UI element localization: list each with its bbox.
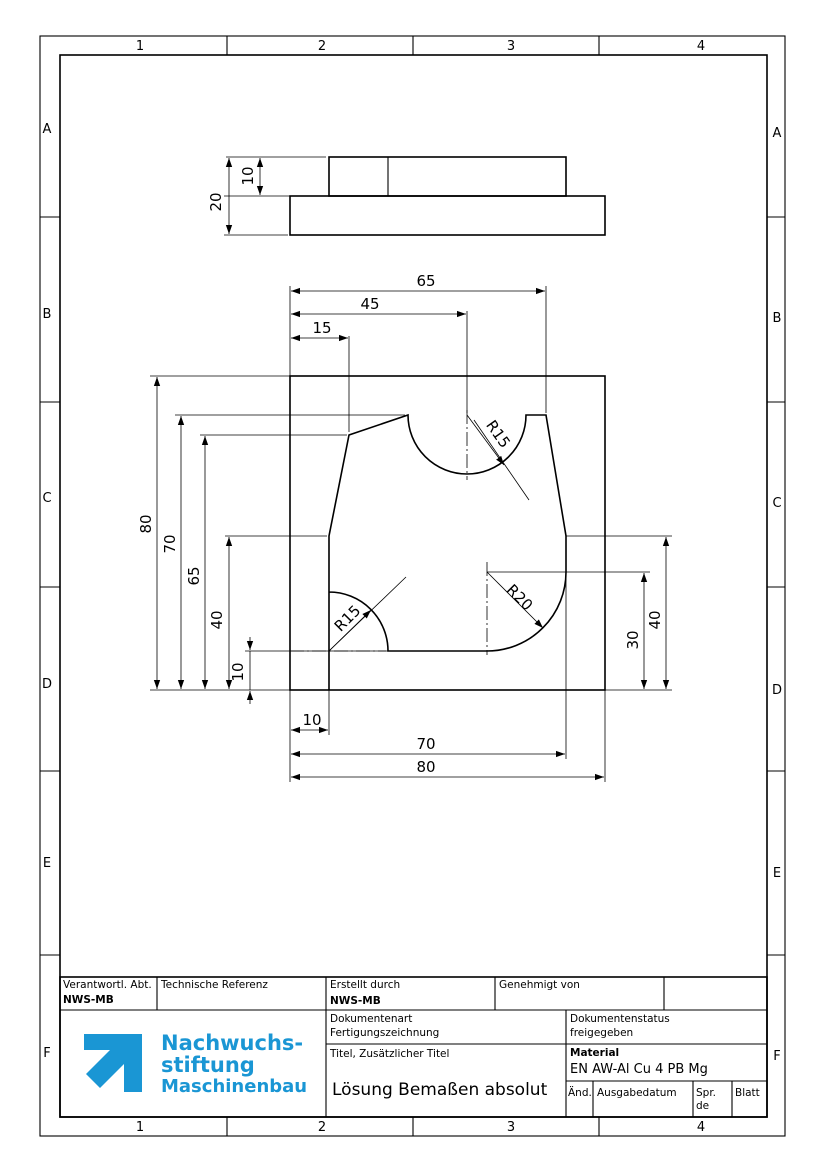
dim-left-70: 70 [161, 534, 179, 553]
doc-type-label: Dokumentenart [330, 1013, 412, 1025]
revision-label: Änd. [568, 1086, 592, 1099]
sheet-frame: 1 2 3 4 1 2 3 4 A B C D E F A B C D E F [39, 35, 786, 1137]
side-view: 10 20 [207, 156, 606, 236]
dim-right-30: 30 [624, 630, 642, 649]
zone-row-b-right: B [773, 311, 782, 326]
dim-left-65: 65 [185, 566, 203, 585]
zone-row-e-right: E [773, 866, 781, 881]
zone-col-1-bottom: 1 [136, 1120, 144, 1135]
zone-row-d-right: D [772, 683, 782, 698]
language-value: de [696, 1100, 709, 1112]
zone-row-e-left: E [43, 856, 51, 871]
zone-col-3-bottom: 3 [507, 1120, 515, 1135]
created-by-value: NWS-MB [330, 995, 381, 1007]
dim-top-45: 45 [360, 295, 379, 313]
logo-line-1: Nachwuchs- [161, 1031, 303, 1055]
dim-side-10: 10 [239, 166, 257, 185]
zone-col-4-bottom: 4 [697, 1120, 705, 1135]
zone-col-1-top: 1 [136, 39, 144, 54]
dim-left-40: 40 [208, 610, 226, 629]
responsible-dept-label: Verantwortl. Abt. [63, 979, 152, 991]
dim-top-65: 65 [416, 272, 435, 290]
issue-date-label: Ausgabedatum [597, 1087, 677, 1099]
dim-side-20: 20 [207, 192, 225, 211]
material-value: EN AW-Al Cu 4 PB Mg [570, 1062, 708, 1077]
dim-left-80: 80 [137, 514, 155, 533]
zone-row-d-left: D [42, 677, 52, 692]
zone-row-a-right: A [773, 126, 782, 141]
dim-bottom-80: 80 [416, 758, 435, 776]
dim-bottom-10: 10 [302, 711, 321, 729]
nachwuchsstiftung-logo-icon [84, 1034, 142, 1092]
title-label: Titel, Zusätzlicher Titel [329, 1048, 449, 1060]
title-value: Lösung Bemaßen absolut [332, 1080, 548, 1100]
dim-radius-bottom-right-r20: R20 [503, 581, 537, 615]
dim-bottom-70: 70 [416, 735, 435, 753]
material-label: Material [570, 1047, 619, 1059]
doc-status-value: freigegeben [570, 1027, 633, 1039]
responsible-dept-value: NWS-MB [63, 994, 114, 1006]
tech-ref-label: Technische Referenz [160, 979, 268, 991]
dim-radius-bottom-left-r15: R15 [331, 602, 365, 636]
title-block: Verantwortl. Abt. NWS-MB Technische Refe… [59, 976, 768, 1118]
logo-line-3: Maschinenbau [161, 1076, 307, 1097]
zone-row-f-left: F [43, 1046, 50, 1061]
doc-type-value: Fertigungszeichnung [330, 1027, 439, 1039]
zone-row-f-right: F [773, 1049, 780, 1064]
dim-left-10: 10 [229, 662, 247, 681]
doc-status-label: Dokumentenstatus [570, 1013, 670, 1025]
sheet-label: Blatt [735, 1087, 760, 1099]
dim-radius-top-r15: R15 [482, 417, 514, 452]
zone-col-3-top: 3 [507, 39, 515, 54]
zone-row-c-left: C [42, 491, 51, 506]
zone-row-a-left: A [43, 122, 52, 137]
logo-line-2: stiftung [161, 1053, 255, 1077]
zone-row-b-left: B [43, 307, 52, 322]
dim-right-40: 40 [646, 610, 664, 629]
language-label: Spr. [696, 1087, 716, 1099]
zone-col-2-bottom: 2 [318, 1120, 326, 1135]
top-view: 65 45 15 80 70 65 40 10 30 40 [137, 272, 672, 782]
zone-col-2-top: 2 [318, 39, 326, 54]
approved-by-label: Genehmigt von [499, 979, 580, 991]
zone-row-c-right: C [772, 496, 781, 511]
dim-top-15: 15 [312, 319, 331, 337]
created-by-label: Erstellt durch [330, 979, 400, 991]
zone-col-4-top: 4 [697, 39, 705, 54]
